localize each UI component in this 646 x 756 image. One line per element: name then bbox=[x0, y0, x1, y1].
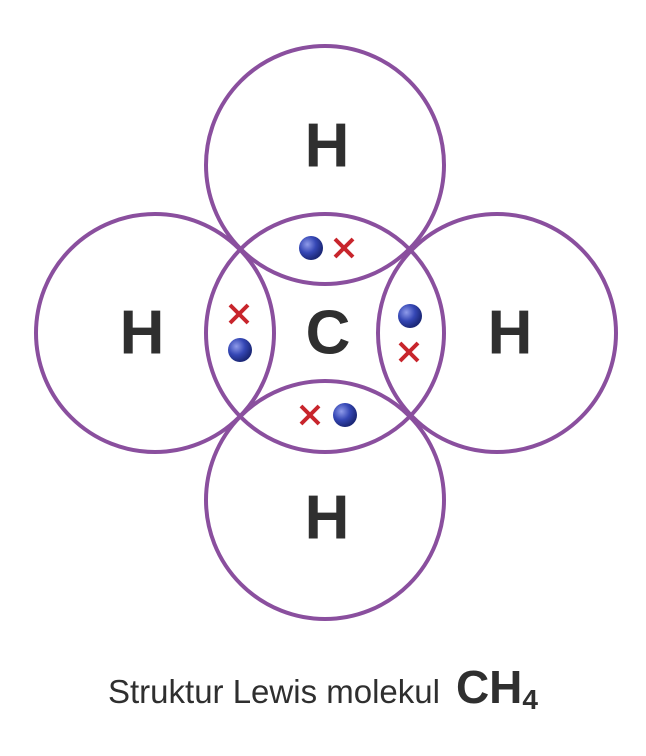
electron-cross-right bbox=[398, 341, 420, 363]
orbit-h-left bbox=[34, 212, 276, 454]
electron-cross-bottom bbox=[299, 404, 321, 426]
electron-dot-right bbox=[398, 304, 422, 328]
carbon-electrons bbox=[228, 236, 422, 427]
orbit-h-top bbox=[204, 44, 446, 286]
atom-label-right: H bbox=[488, 299, 533, 368]
electron-cross-left bbox=[228, 303, 250, 325]
caption: Struktur Lewis molekul CH4 bbox=[0, 660, 646, 730]
caption-formula: CH4 bbox=[456, 660, 538, 716]
atom-label-top: H bbox=[305, 112, 350, 181]
electron-dot-left bbox=[228, 338, 252, 362]
atom-label-bottom: H bbox=[305, 484, 350, 553]
lewis-structure-diagram: H H C H H bbox=[34, 44, 618, 621]
caption-text: Struktur Lewis molekul bbox=[108, 673, 440, 710]
orbit-h-bottom bbox=[204, 379, 446, 621]
orbit-h-right bbox=[376, 212, 618, 454]
electron-dot-top bbox=[299, 236, 323, 260]
hydrogen-electrons bbox=[228, 237, 420, 426]
formula-main: CH bbox=[455, 661, 523, 713]
electron-dot-bottom bbox=[333, 403, 357, 427]
electron-cross-top bbox=[333, 237, 355, 259]
atom-label-center: C bbox=[306, 299, 351, 368]
atom-label-left: H bbox=[120, 299, 165, 368]
orbit-c-center bbox=[204, 212, 446, 454]
formula-subscript: 4 bbox=[522, 684, 538, 715]
